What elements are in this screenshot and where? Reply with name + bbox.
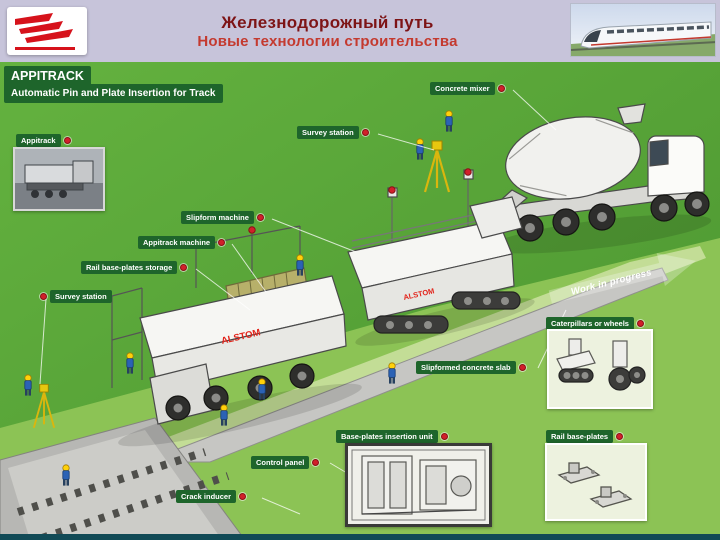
train-illustration — [571, 4, 715, 56]
label-text: Base-plates insertion unit — [336, 430, 438, 444]
insertion-unit-detail-drawing — [351, 449, 486, 521]
slipform-machine-figure: ALSTOM — [347, 169, 523, 334]
label-slipformed-concrete-slab: Slipformed concrete slab — [416, 361, 526, 375]
label-text: Survey station — [297, 126, 359, 140]
connector-dot — [616, 433, 624, 441]
label-text: Concrete mixer — [430, 82, 495, 96]
label-slipform-machine: Slipform machine — [181, 211, 264, 225]
diagram-subtitle: Automatic Pin and Plate Insertion for Tr… — [4, 84, 223, 103]
rail-base-plates-detail-drawing — [557, 462, 633, 508]
diagram-title-text: APPITRACK — [4, 66, 91, 87]
connector-dot — [518, 364, 526, 372]
inset-caterpillars-or-wheels — [547, 329, 653, 409]
connector-dot — [361, 129, 369, 137]
connector-dot — [180, 264, 188, 272]
label-appitrack-machine: Appitrack machine — [138, 236, 226, 250]
label-caterpillars-or-wheels: Caterpillars or wheels — [546, 317, 644, 331]
label-text: Survey station — [50, 290, 112, 304]
label-text: Crack inducer — [176, 490, 237, 504]
label-control-panel: Control panel — [251, 456, 320, 470]
survey-target-dots — [248, 168, 472, 234]
connector-dot — [256, 214, 264, 222]
title-block: Железнодорожный путь Новые технологии ст… — [100, 0, 555, 62]
label-text: Control panel — [251, 456, 310, 470]
connector-dot — [63, 137, 71, 145]
appitrack-machine-figure: ALSTOM — [111, 225, 347, 425]
label-survey-station-top: Survey station — [297, 126, 369, 140]
connector-dot — [440, 433, 448, 441]
label-rail-base-plates: Rail base-plates — [546, 430, 624, 444]
label-text: Appitrack machine — [138, 236, 216, 250]
caterpillars-detail-drawing — [556, 338, 646, 391]
rzd-logo — [7, 7, 87, 55]
finished-track — [0, 417, 246, 540]
label-base-plates-insertion-unit: Base-plates insertion unit — [336, 430, 448, 444]
slide-subtitle: Новые технологии строительства — [197, 32, 458, 50]
connector-dot — [312, 459, 320, 467]
label-text: Appitrack — [16, 134, 61, 148]
label-survey-station-left: Survey station — [40, 290, 112, 304]
connector-dot — [40, 293, 47, 301]
label-text: Rail base-plates storage — [81, 261, 178, 275]
footer-bar — [0, 534, 720, 540]
label-text: Rail base-plates — [546, 430, 614, 444]
label-text: Slipformed concrete slab — [416, 361, 516, 375]
leader-lines — [39, 89, 567, 515]
label-rail-base-plates-storage: Rail base-plates storage — [81, 261, 188, 275]
label-text: Caterpillars or wheels — [546, 317, 634, 331]
label-crack-inducer: Crack inducer — [176, 490, 247, 504]
slide-title: Железнодорожный путь — [221, 12, 434, 32]
slide-header: Железнодорожный путь Новые технологии ст… — [0, 0, 720, 62]
appitrack-photo — [13, 147, 105, 211]
appitrack-photo-content — [15, 149, 103, 209]
label-appitrack-photo: Appitrack — [16, 134, 71, 148]
connector-dot — [239, 493, 247, 501]
connector-dot — [497, 85, 505, 93]
diagram-subtitle-text: Automatic Pin and Plate Insertion for Tr… — [4, 84, 223, 103]
connector-dot — [636, 320, 644, 328]
connector-dot — [218, 239, 226, 247]
inset-base-plates-insertion-unit — [345, 443, 492, 527]
inset-rail-base-plates — [545, 443, 647, 521]
diagram-title: APPITRACK — [4, 66, 91, 87]
rzd-logo-icon — [15, 13, 75, 50]
label-text: Slipform machine — [181, 211, 254, 225]
label-concrete-mixer: Concrete mixer — [430, 82, 505, 96]
train-image — [570, 3, 716, 57]
